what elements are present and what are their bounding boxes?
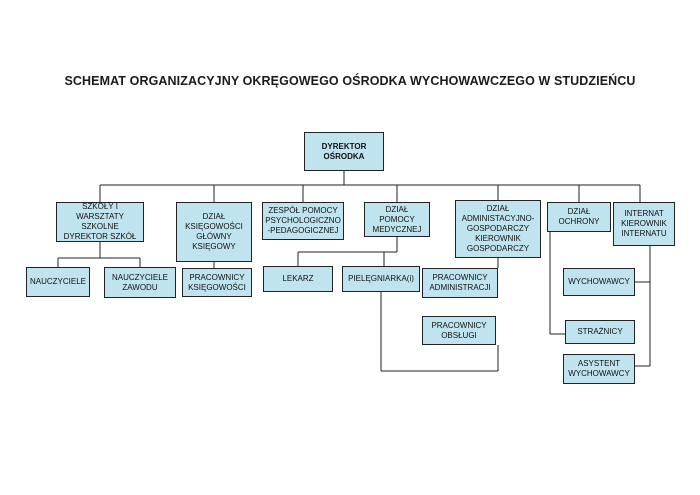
box-wychowawcy: WYCHOWAWCY — [563, 268, 635, 296]
box-nauczyciele-zawodu: NAUCZYCIELE ZAWODU — [104, 267, 176, 298]
box-zespol: ZESPÓŁ POMOCY PSYCHOLOGICZNO -PEDAGOGICZ… — [262, 202, 344, 240]
box-ksiegowosci: DZIAŁ KSIĘGOWOŚCI GŁÓWNY KSIĘGOWY — [176, 202, 252, 262]
box-medyczny: DZIAŁ POMOCY MEDYCZNEJ — [364, 202, 430, 237]
box-szkoly: SZKOŁY I WARSZTATY SZKOLNE DYREKTOR SZKÓ… — [56, 202, 144, 242]
box-pracownicy-administracji: PRACOWNICY ADMINISTRACJI — [422, 268, 498, 298]
box-pracownicy-obslugi: PRACOWNICY OBSŁUGI — [422, 316, 496, 345]
box-internat: INTERNAT KIEROWNIK INTERNATU — [613, 202, 675, 246]
box-administracyjny: DZIAŁ ADMINISTACYJNO- GOSPODARCZY KIEROW… — [455, 200, 541, 258]
box-pracownicy-ksiegowosci: PRACOWNICY KSIĘGOWOŚCI — [182, 268, 252, 297]
box-ochrony: DZIAŁ OCHRONY — [547, 202, 611, 232]
box-nauczyciele: NAUCZYCIELE — [26, 267, 90, 297]
box-dyrektor: DYREKTOR OŚRODKA — [304, 132, 384, 171]
box-asystent: ASYSTENT WYCHOWAWCY — [563, 354, 635, 384]
box-lekarz: LEKARZ — [263, 266, 333, 292]
chart-title: SCHEMAT ORGANIZACYJNY OKRĘGOWEGO OŚRODKA… — [64, 74, 636, 88]
box-straznicy: STRAŻNICY — [565, 320, 635, 344]
box-pielegniarka: PIELĘGNIARKA(i) — [342, 266, 420, 292]
